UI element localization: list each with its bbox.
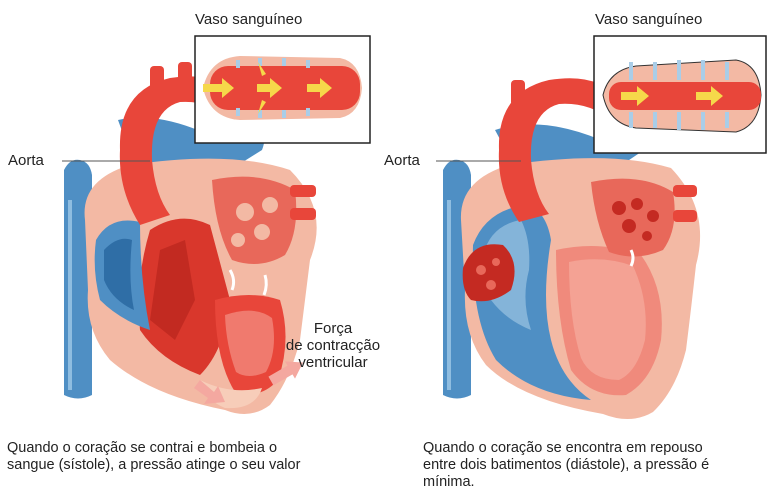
- caption-line: Quando o coração se encontra em repouso: [423, 440, 709, 457]
- diastole-caption: Quando o coração se encontra em repouso …: [423, 440, 709, 491]
- systole-panel: Vaso sanguíneo Aorta Força de contracção…: [0, 0, 391, 493]
- diastole-heart-illustration: [391, 0, 782, 493]
- aorta-label: Aorta: [8, 152, 44, 169]
- diastole-panel: Vaso sanguíneo Aorta Quando o coração se…: [391, 0, 782, 493]
- inset-title: Vaso sanguíneo: [595, 11, 702, 28]
- aorta-label: Aorta: [384, 152, 420, 169]
- caption-line: Quando o coração se contrai e bombeia o: [7, 440, 300, 457]
- force-label-line: de contracção: [278, 337, 388, 354]
- caption-line: mínima.: [423, 474, 709, 491]
- force-label-line: Força: [278, 320, 388, 337]
- inset-title: Vaso sanguíneo: [195, 11, 302, 28]
- force-label-line: ventricular: [278, 354, 388, 371]
- caption-line: sangue (sístole), a pressão atinge o seu…: [7, 457, 300, 474]
- systole-caption: Quando o coração se contrai e bombeia o …: [7, 440, 300, 474]
- systole-heart-illustration: [0, 0, 391, 493]
- force-label: Força de contracção ventricular: [278, 320, 388, 371]
- caption-line: entre dois batimentos (diástole), a pres…: [423, 457, 709, 474]
